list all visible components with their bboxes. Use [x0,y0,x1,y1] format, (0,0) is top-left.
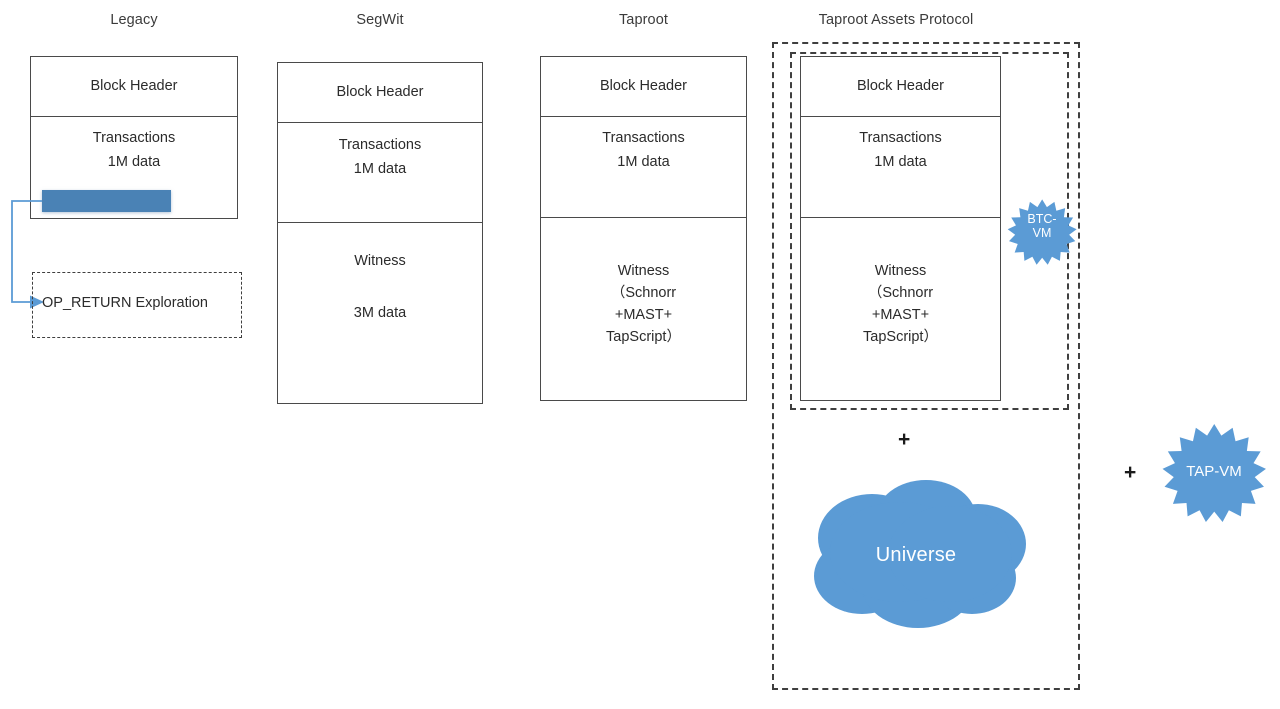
column-title-segwit: SegWit [356,12,404,28]
cell-line: Witness [354,253,406,269]
cell-line: Block Header [856,77,945,94]
universe-cloud: Universe [800,470,1032,638]
cell-line: Block Header [90,77,178,94]
tap-vm-label: TAP-VM [1186,463,1242,480]
op-return-arrow [11,200,44,309]
op-return-label: OP_RETURN Exploration [42,295,208,311]
plus-sign-inner: + [898,428,911,451]
cell-line: Block Header [599,77,688,94]
taproot-assets-outer-container [772,42,1080,690]
tap-vm-badge: TAP-VM [1160,419,1268,527]
taproot-block: Block Header Transactions 1M data Witnes… [540,56,747,401]
taproot-block-header-cell: Block Header [541,57,746,117]
column-title-legacy: Legacy [110,12,158,28]
segwit-block: Block Header Transactions 1M data Witnes… [277,62,483,404]
taproot-transactions-cell: Transactions 1M data [541,117,746,218]
taproot-assets-block: Block Header Transactions 1M data Witnes… [800,56,1001,401]
column-title-taproot: Taproot [618,12,669,28]
cell-line: +MAST+ [871,307,930,324]
cell-line: +MAST+ [614,307,673,324]
star-burst-icon [1007,199,1077,265]
cell-line: Transactions [859,130,942,146]
cell-line: 3M data [353,304,407,321]
tap-assets-transactions-cell: Transactions 1M data [801,117,1000,218]
column-title-taproot-assets: Taproot Assets Protocol [818,12,974,28]
cell-line: （Schnorr [867,285,934,302]
cell-line: 1M data [874,153,927,170]
tap-assets-block-header-cell: Block Header [801,57,1000,117]
taproot-witness-cell: Witness （Schnorr +MAST+ TapScript） [541,218,746,399]
cell-line: 1M data [107,153,161,170]
cell-line: 1M data [353,160,407,177]
cell-line: Transactions [338,137,422,153]
cell-line: Witness [874,263,927,279]
cell-line: Transactions [602,130,685,146]
cell-line: TapScript） [863,329,938,346]
tap-assets-witness-cell: Witness （Schnorr +MAST+ TapScript） [801,218,1000,399]
op-return-data-bar [42,190,171,212]
legacy-transactions-cell: Transactions 1M data [31,117,237,218]
cell-line: Witness [617,263,670,279]
btc-vm-badge: BTC- VM [1006,196,1078,268]
legacy-block-header-cell: Block Header [31,57,237,117]
btc-vm-label: BTC- VM [1027,212,1057,241]
star-burst-icon [1162,424,1266,523]
op-return-box [32,272,242,338]
segwit-witness-cell: Witness 3M data [278,223,482,402]
cell-line: TapScript） [606,329,681,346]
plus-sign-outer: + [1124,461,1137,484]
segwit-block-header-cell: Block Header [278,63,482,123]
universe-label: Universe [875,544,957,566]
cell-line: Transactions [92,130,176,146]
cloud-icon [814,480,1026,628]
segwit-transactions-cell: Transactions 1M data [278,123,482,223]
cell-line: 1M data [617,153,670,170]
cell-line: （Schnorr [610,285,677,302]
cell-line: Block Header [336,83,424,100]
